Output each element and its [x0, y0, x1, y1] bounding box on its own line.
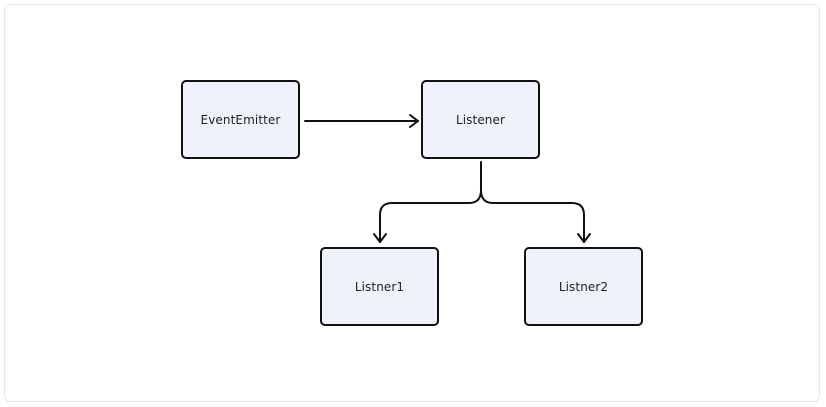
node-listner2[interactable]: Listner2	[524, 247, 643, 326]
node-event-emitter[interactable]: EventEmitter	[181, 80, 300, 159]
node-event-emitter-label: EventEmitter	[200, 112, 281, 127]
node-listner1-label: Listner1	[354, 279, 405, 294]
node-listener[interactable]: Listener	[421, 80, 540, 159]
node-listner2-label: Listner2	[558, 279, 609, 294]
diagram-canvas	[4, 4, 820, 402]
node-listener-label: Listener	[455, 112, 506, 127]
node-listner1[interactable]: Listner1	[320, 247, 439, 326]
